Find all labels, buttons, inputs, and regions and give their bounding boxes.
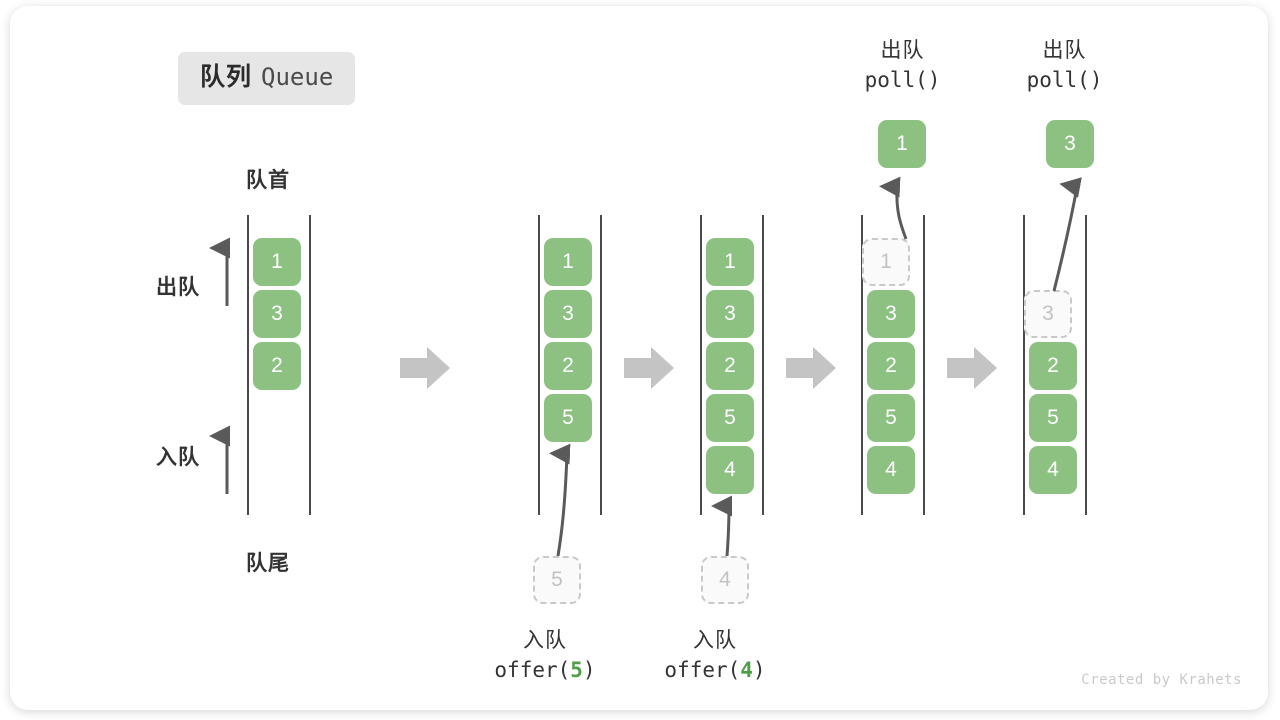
caption-call: poll() bbox=[864, 67, 941, 92]
title-chinese: 队列 bbox=[200, 63, 253, 91]
queue-item: 3 bbox=[253, 290, 301, 338]
label-queue-head: 队首 bbox=[246, 169, 290, 192]
queue-rail-right-c5 bbox=[1085, 215, 1087, 515]
step-arrow-icon bbox=[947, 347, 997, 389]
caption-poll-1: 出队 poll() bbox=[810, 36, 995, 96]
poll-arrow-c4 bbox=[879, 176, 908, 240]
caption-call: offer(5) bbox=[494, 657, 596, 682]
queue-rail-right-c1 bbox=[309, 215, 311, 515]
queue-item: 3 bbox=[867, 290, 915, 338]
poll-arrow-c5 bbox=[1052, 177, 1082, 292]
enqueue-arrow-c3 bbox=[711, 495, 733, 557]
caption-label: 出队 bbox=[880, 39, 925, 62]
credit-text: Created by Krahets bbox=[1081, 672, 1242, 688]
queue-rail-left-c1 bbox=[247, 215, 249, 515]
label-dequeue-c1: 出队 bbox=[156, 276, 200, 299]
step-arrow-icon bbox=[400, 347, 450, 389]
queue-item: 1 bbox=[544, 238, 592, 286]
queue-item-new: 5 bbox=[544, 394, 592, 442]
title-english: Queue bbox=[261, 63, 334, 91]
label-enqueue-c1: 入队 bbox=[156, 446, 200, 469]
outgoing-item: 1 bbox=[878, 120, 926, 168]
queue-item: 5 bbox=[867, 394, 915, 442]
queue-rail-right-c4 bbox=[923, 215, 925, 515]
step-arrow-icon bbox=[786, 347, 836, 389]
queue-item: 1 bbox=[253, 238, 301, 286]
queue-rail-right-c2 bbox=[600, 215, 602, 515]
incoming-item-ghost: 5 bbox=[533, 556, 581, 604]
caption-offer-5: 入队 offer(5) bbox=[450, 626, 640, 686]
queue-item: 2 bbox=[544, 342, 592, 390]
incoming-item-ghost: 4 bbox=[701, 556, 749, 604]
dequeue-direction-arrow bbox=[209, 237, 230, 306]
step-arrow-icon bbox=[624, 347, 674, 389]
caption-poll-3: 出队 poll() bbox=[972, 36, 1157, 96]
queue-rail-right-c3 bbox=[762, 215, 764, 515]
queue-item: 5 bbox=[1029, 394, 1077, 442]
queue-item-new: 4 bbox=[706, 446, 754, 494]
queue-item-removed: 1 bbox=[862, 238, 910, 286]
caption-call: poll() bbox=[1026, 67, 1103, 92]
queue-rail-left-c5 bbox=[1023, 215, 1025, 515]
queue-rail-left-c2 bbox=[538, 215, 540, 515]
queue-item-removed: 3 bbox=[1024, 290, 1072, 338]
queue-item: 3 bbox=[544, 290, 592, 338]
label-queue-tail: 队尾 bbox=[246, 552, 290, 575]
queue-item: 4 bbox=[867, 446, 915, 494]
queue-item: 5 bbox=[706, 394, 754, 442]
queue-item: 2 bbox=[1029, 342, 1077, 390]
caption-offer-4: 入队 offer(4) bbox=[620, 626, 810, 686]
caption-call: offer(4) bbox=[664, 657, 766, 682]
enqueue-arrow-c2 bbox=[549, 443, 571, 557]
queue-rail-left-c3 bbox=[700, 215, 702, 515]
outgoing-item: 3 bbox=[1046, 120, 1094, 168]
diagram-card: 队列 Queue 队首 队尾 出队 入队 1 3 2 1 3 2 5 5 bbox=[10, 6, 1268, 710]
enqueue-direction-arrow bbox=[209, 425, 230, 494]
queue-item: 1 bbox=[706, 238, 754, 286]
title-badge: 队列 Queue bbox=[178, 52, 356, 105]
queue-item: 4 bbox=[1029, 446, 1077, 494]
queue-item: 3 bbox=[706, 290, 754, 338]
caption-label: 入队 bbox=[693, 629, 737, 652]
caption-label: 出队 bbox=[1042, 39, 1087, 62]
queue-item: 2 bbox=[706, 342, 754, 390]
queue-item: 2 bbox=[867, 342, 915, 390]
queue-rail-left-c4 bbox=[861, 215, 863, 515]
caption-label: 入队 bbox=[523, 629, 567, 652]
queue-item: 2 bbox=[253, 342, 301, 390]
